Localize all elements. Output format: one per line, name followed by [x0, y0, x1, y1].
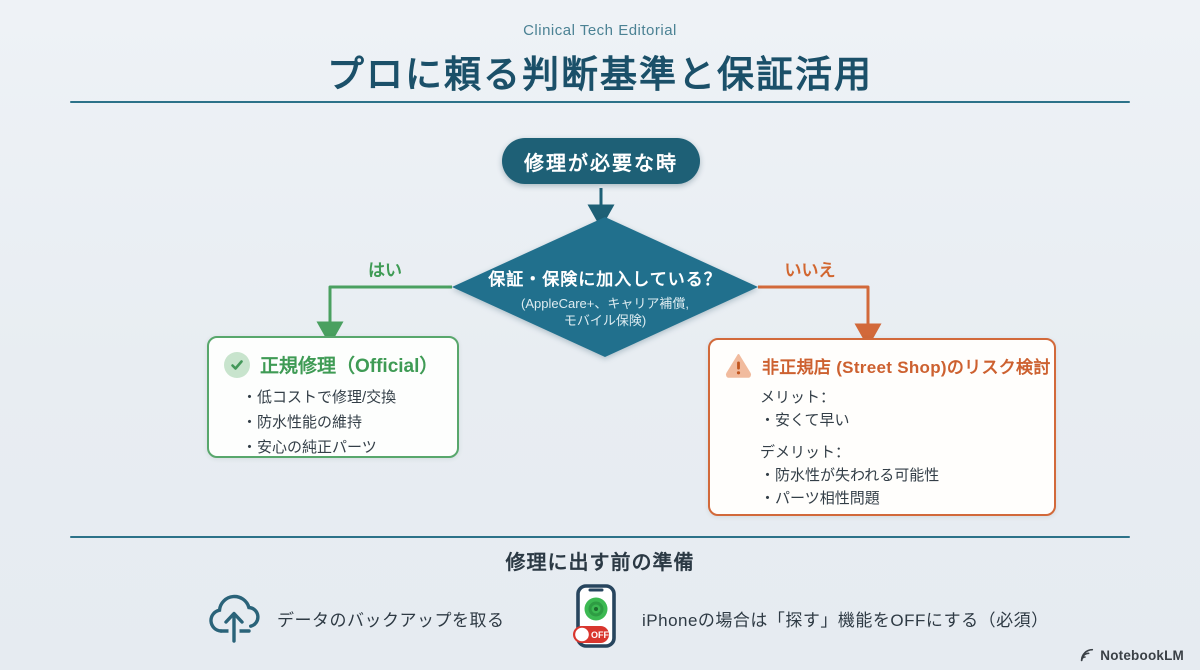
no-branch-label: いいえ — [784, 261, 836, 280]
list-item: ・防水性が失われる可能性 — [760, 467, 940, 484]
list-item: ・安くて早い — [760, 412, 850, 429]
arrow-no-branch — [758, 285, 882, 348]
off-badge-label: OFF — [591, 630, 609, 640]
list-item: ・低コストで修理/交換 — [242, 389, 397, 406]
find-off-text: iPhoneの場合は「探す」機能をOFFにする（必須） — [642, 611, 1049, 630]
decision-subtitle: (AppleCare+、キャリア補償, モバイル保険) — [460, 295, 750, 329]
demerit-label: デメリット： — [760, 444, 851, 461]
official-box-header: 正規修理（Official） — [224, 351, 457, 378]
list-item: ・パーツ相性問題 — [760, 490, 880, 507]
prep-heading: 修理に出す前の準備 — [505, 552, 695, 574]
street-box-title: 非正規店 (Street Shop)のリスク検討 — [762, 358, 1051, 377]
page-title: プロに頼る判断基準と保証活用 — [327, 54, 873, 95]
decision-question: 保証・保険に加入している？ — [488, 270, 722, 289]
backup-text: データのバックアップを取る — [277, 611, 505, 630]
brand-badge: NotebookLM — [1079, 647, 1184, 663]
street-box-header: 非正規店 (Street Shop)のリスク検討 — [725, 353, 1054, 378]
list-item: ・安心の純正パーツ — [242, 439, 377, 456]
start-node-label: 修理が必要な時 — [524, 152, 678, 175]
street-shop-risk-box: 非正規店 (Street Shop)のリスク検討 メリット： ・安くて早い デメ… — [708, 338, 1056, 516]
official-box-list: ・低コストで修理/交換 ・防水性能の維持 ・安心の純正パーツ — [242, 385, 457, 460]
off-toggle-badge: OFF — [573, 626, 609, 643]
decision-subtitle-line2: モバイル保険) — [563, 313, 647, 328]
merit-label: メリット： — [760, 389, 836, 406]
yes-branch-label: はい — [368, 261, 402, 280]
cloud-upload-icon — [209, 594, 260, 643]
brand-name: NotebookLM — [1100, 647, 1184, 663]
footer-divider — [70, 536, 1130, 538]
street-box-body: メリット： ・安くて早い デメリット： ・防水性が失われる可能性 ・パーツ相性問… — [760, 386, 1054, 510]
eyebrow-label: Clinical Tech Editorial — [523, 22, 677, 39]
header-divider — [70, 101, 1130, 103]
warning-icon — [725, 353, 752, 378]
official-box-title: 正規修理（Official） — [260, 356, 439, 377]
official-repair-box: 正規修理（Official） ・低コストで修理/交換 ・防水性能の維持 ・安心の… — [207, 336, 459, 458]
notebooklm-logo-icon — [1081, 648, 1094, 662]
phone-find-off-icon: OFF — [573, 584, 616, 648]
start-node: 修理が必要な時 — [502, 138, 700, 184]
decision-node: 保証・保険に加入している？ (AppleCare+、キャリア補償, モバイル保険… — [460, 265, 750, 329]
check-icon — [224, 351, 250, 378]
decision-subtitle-line1: (AppleCare+、キャリア補償, — [521, 296, 689, 311]
arrow-yes-branch — [316, 285, 452, 346]
list-item: ・防水性能の維持 — [242, 414, 363, 431]
